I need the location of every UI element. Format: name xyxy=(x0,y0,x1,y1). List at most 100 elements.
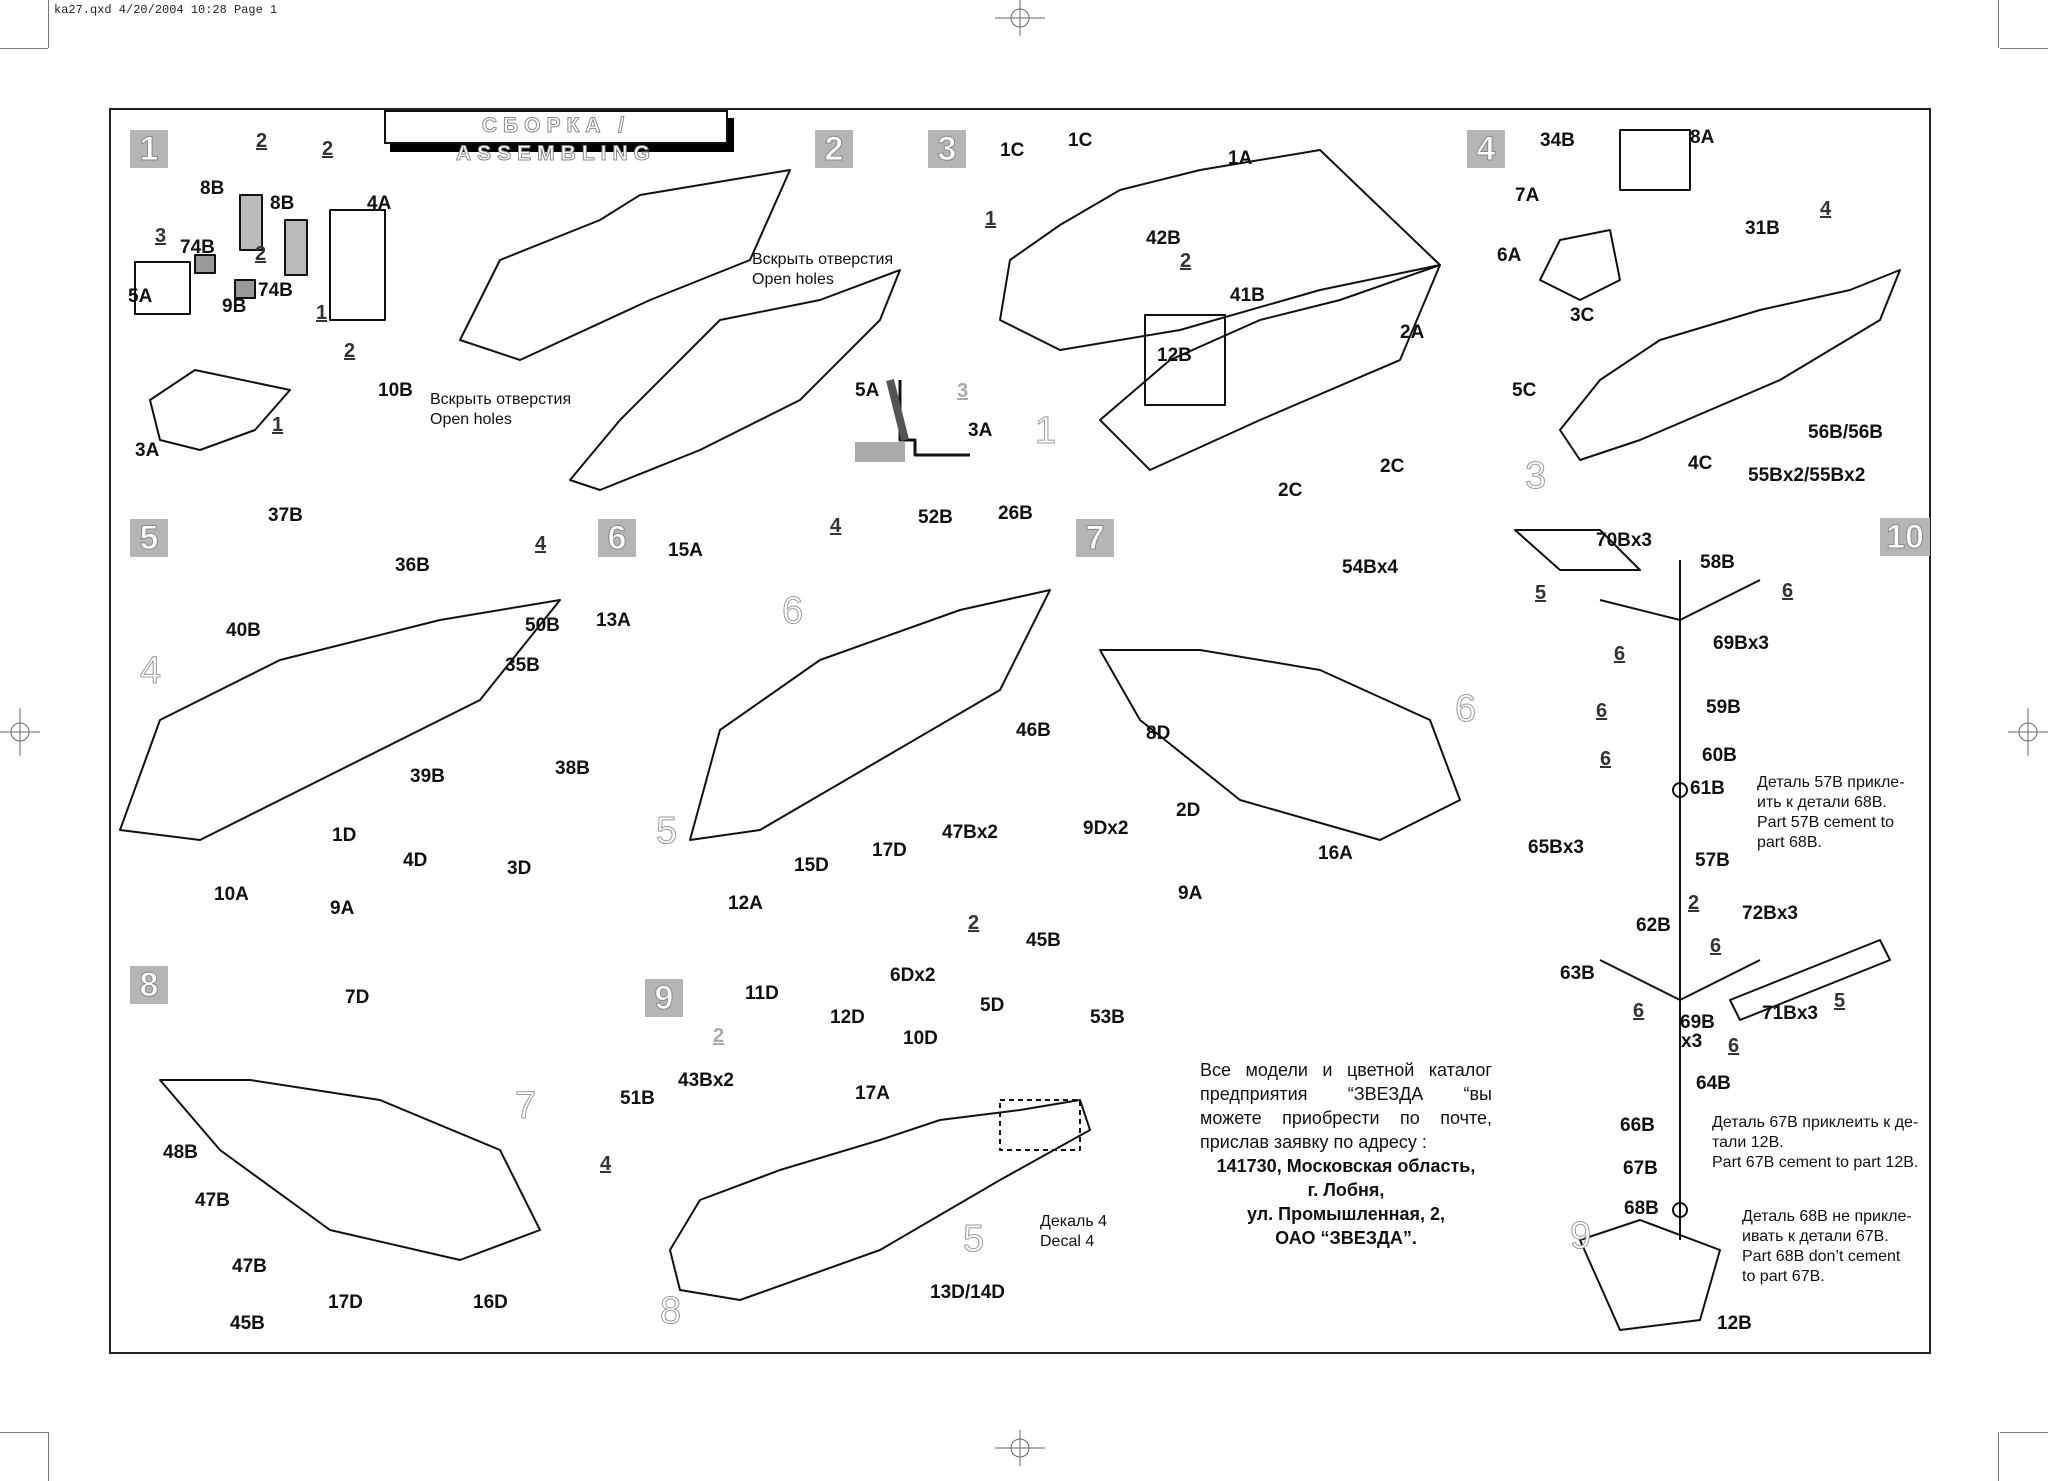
rotor-head-drawing xyxy=(1514,529,1891,1331)
ref-number: 1 xyxy=(985,208,997,230)
cockpit-canopy-drawing xyxy=(1539,129,1901,461)
step-number: 8 xyxy=(130,966,168,1005)
ref-number: 4 xyxy=(1820,198,1832,220)
part-label: 38B xyxy=(555,758,590,779)
part-label: 46B xyxy=(1016,720,1051,741)
part-label: 48B xyxy=(163,1142,198,1163)
part-label: 17D xyxy=(872,840,907,861)
part-label: 15D xyxy=(794,855,829,876)
part-label: 13A xyxy=(596,610,631,631)
ghost-step-ref: 6 xyxy=(781,590,804,633)
part-label: 63B xyxy=(1560,963,1595,984)
part-label: 17D xyxy=(328,1292,363,1313)
part-label: 61B xyxy=(1690,778,1725,799)
step-number: 3 xyxy=(928,130,966,169)
part-label: 69B xyxy=(1680,1012,1715,1033)
ghost-step-ref: 5 xyxy=(962,1218,985,1261)
address-bold-line: ОАО “ЗВЕЗДА”. xyxy=(1275,1228,1417,1248)
address-line: прислав заявку по адресу : xyxy=(1200,1132,1427,1152)
part-label: 7D xyxy=(345,987,370,1008)
note-line: part 68B. xyxy=(1757,834,1822,851)
ref-number: 4 xyxy=(535,533,547,555)
note-57b: Деталь 57B прикле- ить к детали 68B. Par… xyxy=(1757,773,1922,853)
part-label: 16A xyxy=(1318,843,1353,864)
part-label: 3A xyxy=(135,440,160,461)
part-label: 71Bx3 xyxy=(1762,1003,1818,1024)
part-label: 36B xyxy=(395,555,430,576)
part-label: 5D xyxy=(980,995,1005,1016)
step-number: 2 xyxy=(815,130,853,169)
decal-ru: Декаль 4 xyxy=(1040,1213,1107,1230)
part-label: 57B xyxy=(1695,850,1730,871)
ref-number: 1 xyxy=(272,414,284,436)
part-label: 1D xyxy=(332,825,357,846)
crop-mark xyxy=(48,1432,49,1481)
section-banner: СБОРКА / ASSEMBLING xyxy=(384,110,728,166)
crop-mark xyxy=(2000,48,2048,49)
ref-number: 2 xyxy=(256,130,268,152)
ref-number: 6 xyxy=(1633,1000,1645,1022)
note-en: Open holes xyxy=(752,271,834,288)
note-line: ить к детали 68B. xyxy=(1757,794,1887,811)
crop-mark xyxy=(2000,1432,2048,1433)
part-label: 40B xyxy=(226,620,261,641)
ref-number: 3 xyxy=(957,380,969,402)
decal-note: Декаль 4 Decal 4 xyxy=(1040,1212,1107,1252)
part-label: 2C xyxy=(1278,480,1303,501)
ref-number: 5 xyxy=(1535,582,1547,604)
ghost-step-ref: 9 xyxy=(1569,1215,1592,1258)
part-label: 2C xyxy=(1380,456,1405,477)
part-label: 13D/14D xyxy=(930,1282,1005,1303)
part-label: 3A xyxy=(968,420,993,441)
part-label: 9B xyxy=(222,296,247,317)
decal-en: Decal 4 xyxy=(1040,1233,1095,1250)
part-label: 39B xyxy=(410,766,445,787)
note-line: Part 68B don’t cement xyxy=(1742,1248,1901,1265)
part-label: 12D xyxy=(830,1007,865,1028)
ref-number: 1 xyxy=(316,302,328,324)
note-line: ивать к детали 67B. xyxy=(1742,1228,1889,1245)
address-bold-line: ул. Промышленная, 2, xyxy=(1246,1204,1446,1224)
ref-number: 2 xyxy=(255,243,267,265)
part-label: 8B xyxy=(270,193,295,214)
part-label: 4C xyxy=(1688,453,1713,474)
crop-mark xyxy=(0,1432,48,1433)
ghost-step-ref: 1 xyxy=(1034,410,1057,453)
part-label: 31B xyxy=(1745,218,1780,239)
part-label: 47Bx2 xyxy=(942,822,998,843)
part-label: 5C xyxy=(1512,380,1537,401)
part-label: 69Bx3 xyxy=(1713,633,1769,654)
part-label: 53B xyxy=(1090,1007,1125,1028)
ref-number: 5 xyxy=(1834,990,1846,1012)
part-label: 8D xyxy=(1146,723,1171,744)
part-label: 35B xyxy=(505,655,540,676)
step-number: 1 xyxy=(130,130,168,169)
instruction-frame xyxy=(109,108,1931,1354)
note-line: to part 67B. xyxy=(1742,1268,1825,1285)
note-67b: Деталь 67B приклеить к де- тали 12B. Par… xyxy=(1712,1113,1922,1173)
part-label: 66B xyxy=(1620,1115,1655,1136)
note-ru: Вскрыть отверстия xyxy=(430,391,572,408)
crop-mark xyxy=(1998,0,1999,48)
part-label: 59B xyxy=(1706,697,1741,718)
ref-number: 6 xyxy=(1710,935,1722,957)
part-label: 45B xyxy=(230,1313,265,1334)
part-label: 62B xyxy=(1636,915,1671,936)
step-number: 5 xyxy=(130,519,168,558)
step-number: 6 xyxy=(598,519,636,558)
part-label: 60B xyxy=(1702,745,1737,766)
part-label: 4A xyxy=(367,193,392,214)
part-label: 51B xyxy=(620,1088,655,1109)
part-label: 68B xyxy=(1624,1198,1659,1219)
step-number: 9 xyxy=(645,979,683,1018)
address-bold-line: г. Лобня, xyxy=(1307,1180,1385,1200)
ref-number: 4 xyxy=(600,1153,612,1175)
part-label: 70Bx3 xyxy=(1596,530,1652,551)
part-label: 8B xyxy=(200,178,225,199)
ref-number: 6 xyxy=(1728,1035,1740,1057)
part-label: 5A xyxy=(128,286,153,307)
note-line: Деталь 67B приклеить к де- xyxy=(1712,1114,1919,1131)
part-label: 6Dx2 xyxy=(890,965,936,986)
part-label: 37B xyxy=(268,505,303,526)
